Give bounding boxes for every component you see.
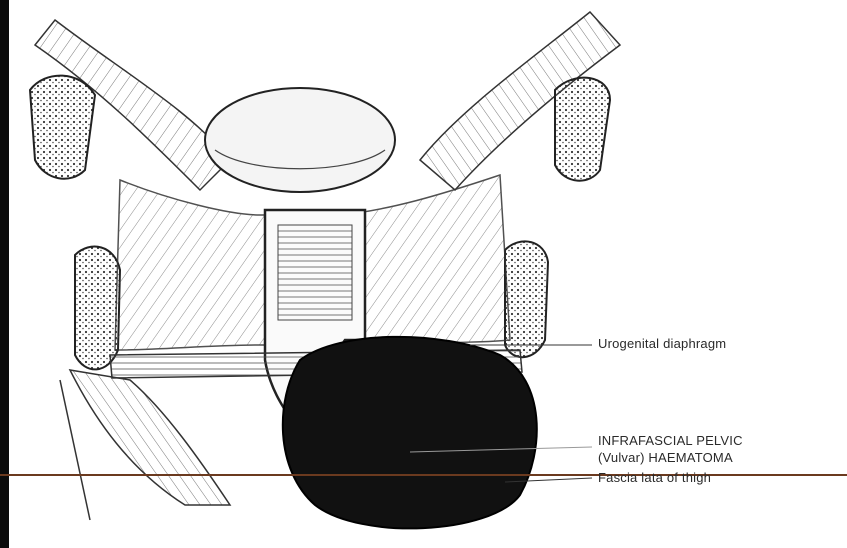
label-fascia-lata: Fascia lata of thigh — [598, 470, 711, 485]
label-urogenital-diaphragm: Urogenital diaphragm — [598, 336, 726, 351]
label-haematoma-line2: (Vulvar) HAEMATOMA — [598, 450, 733, 465]
right-iliac-bone — [555, 78, 610, 181]
right-ischium-bone — [505, 241, 548, 357]
left-thigh-fascia — [70, 370, 230, 505]
horizontal-rule — [0, 474, 847, 476]
vulvar-haematoma — [283, 337, 537, 529]
left-ischium-bone — [75, 247, 120, 370]
left-iliac-bone — [30, 76, 95, 179]
bladder-dome — [205, 88, 395, 192]
label-haematoma-line1: INFRAFASCIAL PELVIC — [598, 433, 743, 448]
